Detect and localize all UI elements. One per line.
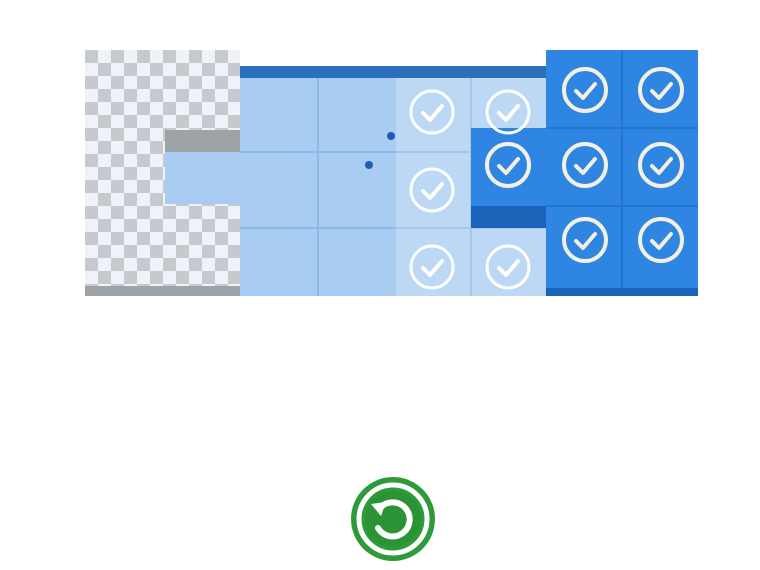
check-circle-icon bbox=[485, 142, 531, 188]
check-circle-icon bbox=[409, 167, 455, 213]
check-circle-icon bbox=[562, 142, 608, 188]
light-tile-zone bbox=[240, 66, 546, 296]
dark-tile-zone bbox=[471, 50, 698, 296]
check-circle-icon bbox=[562, 217, 608, 263]
check-circle-icon bbox=[638, 217, 684, 263]
check-circle-icon bbox=[409, 244, 455, 290]
check-circle-icon bbox=[562, 67, 608, 113]
tile-dot bbox=[365, 161, 373, 169]
check-circle-icon bbox=[485, 244, 531, 290]
tile-dot bbox=[387, 132, 395, 140]
check-marks bbox=[409, 67, 684, 290]
replay-button[interactable] bbox=[350, 476, 436, 562]
top-strip bbox=[240, 66, 546, 78]
check-circle-icon bbox=[409, 89, 455, 135]
replay-icon bbox=[371, 499, 413, 540]
empty-zone bbox=[85, 50, 240, 296]
check-circle-icon bbox=[638, 67, 684, 113]
check-circle-icon bbox=[638, 142, 684, 188]
check-circle-icon bbox=[485, 89, 531, 135]
